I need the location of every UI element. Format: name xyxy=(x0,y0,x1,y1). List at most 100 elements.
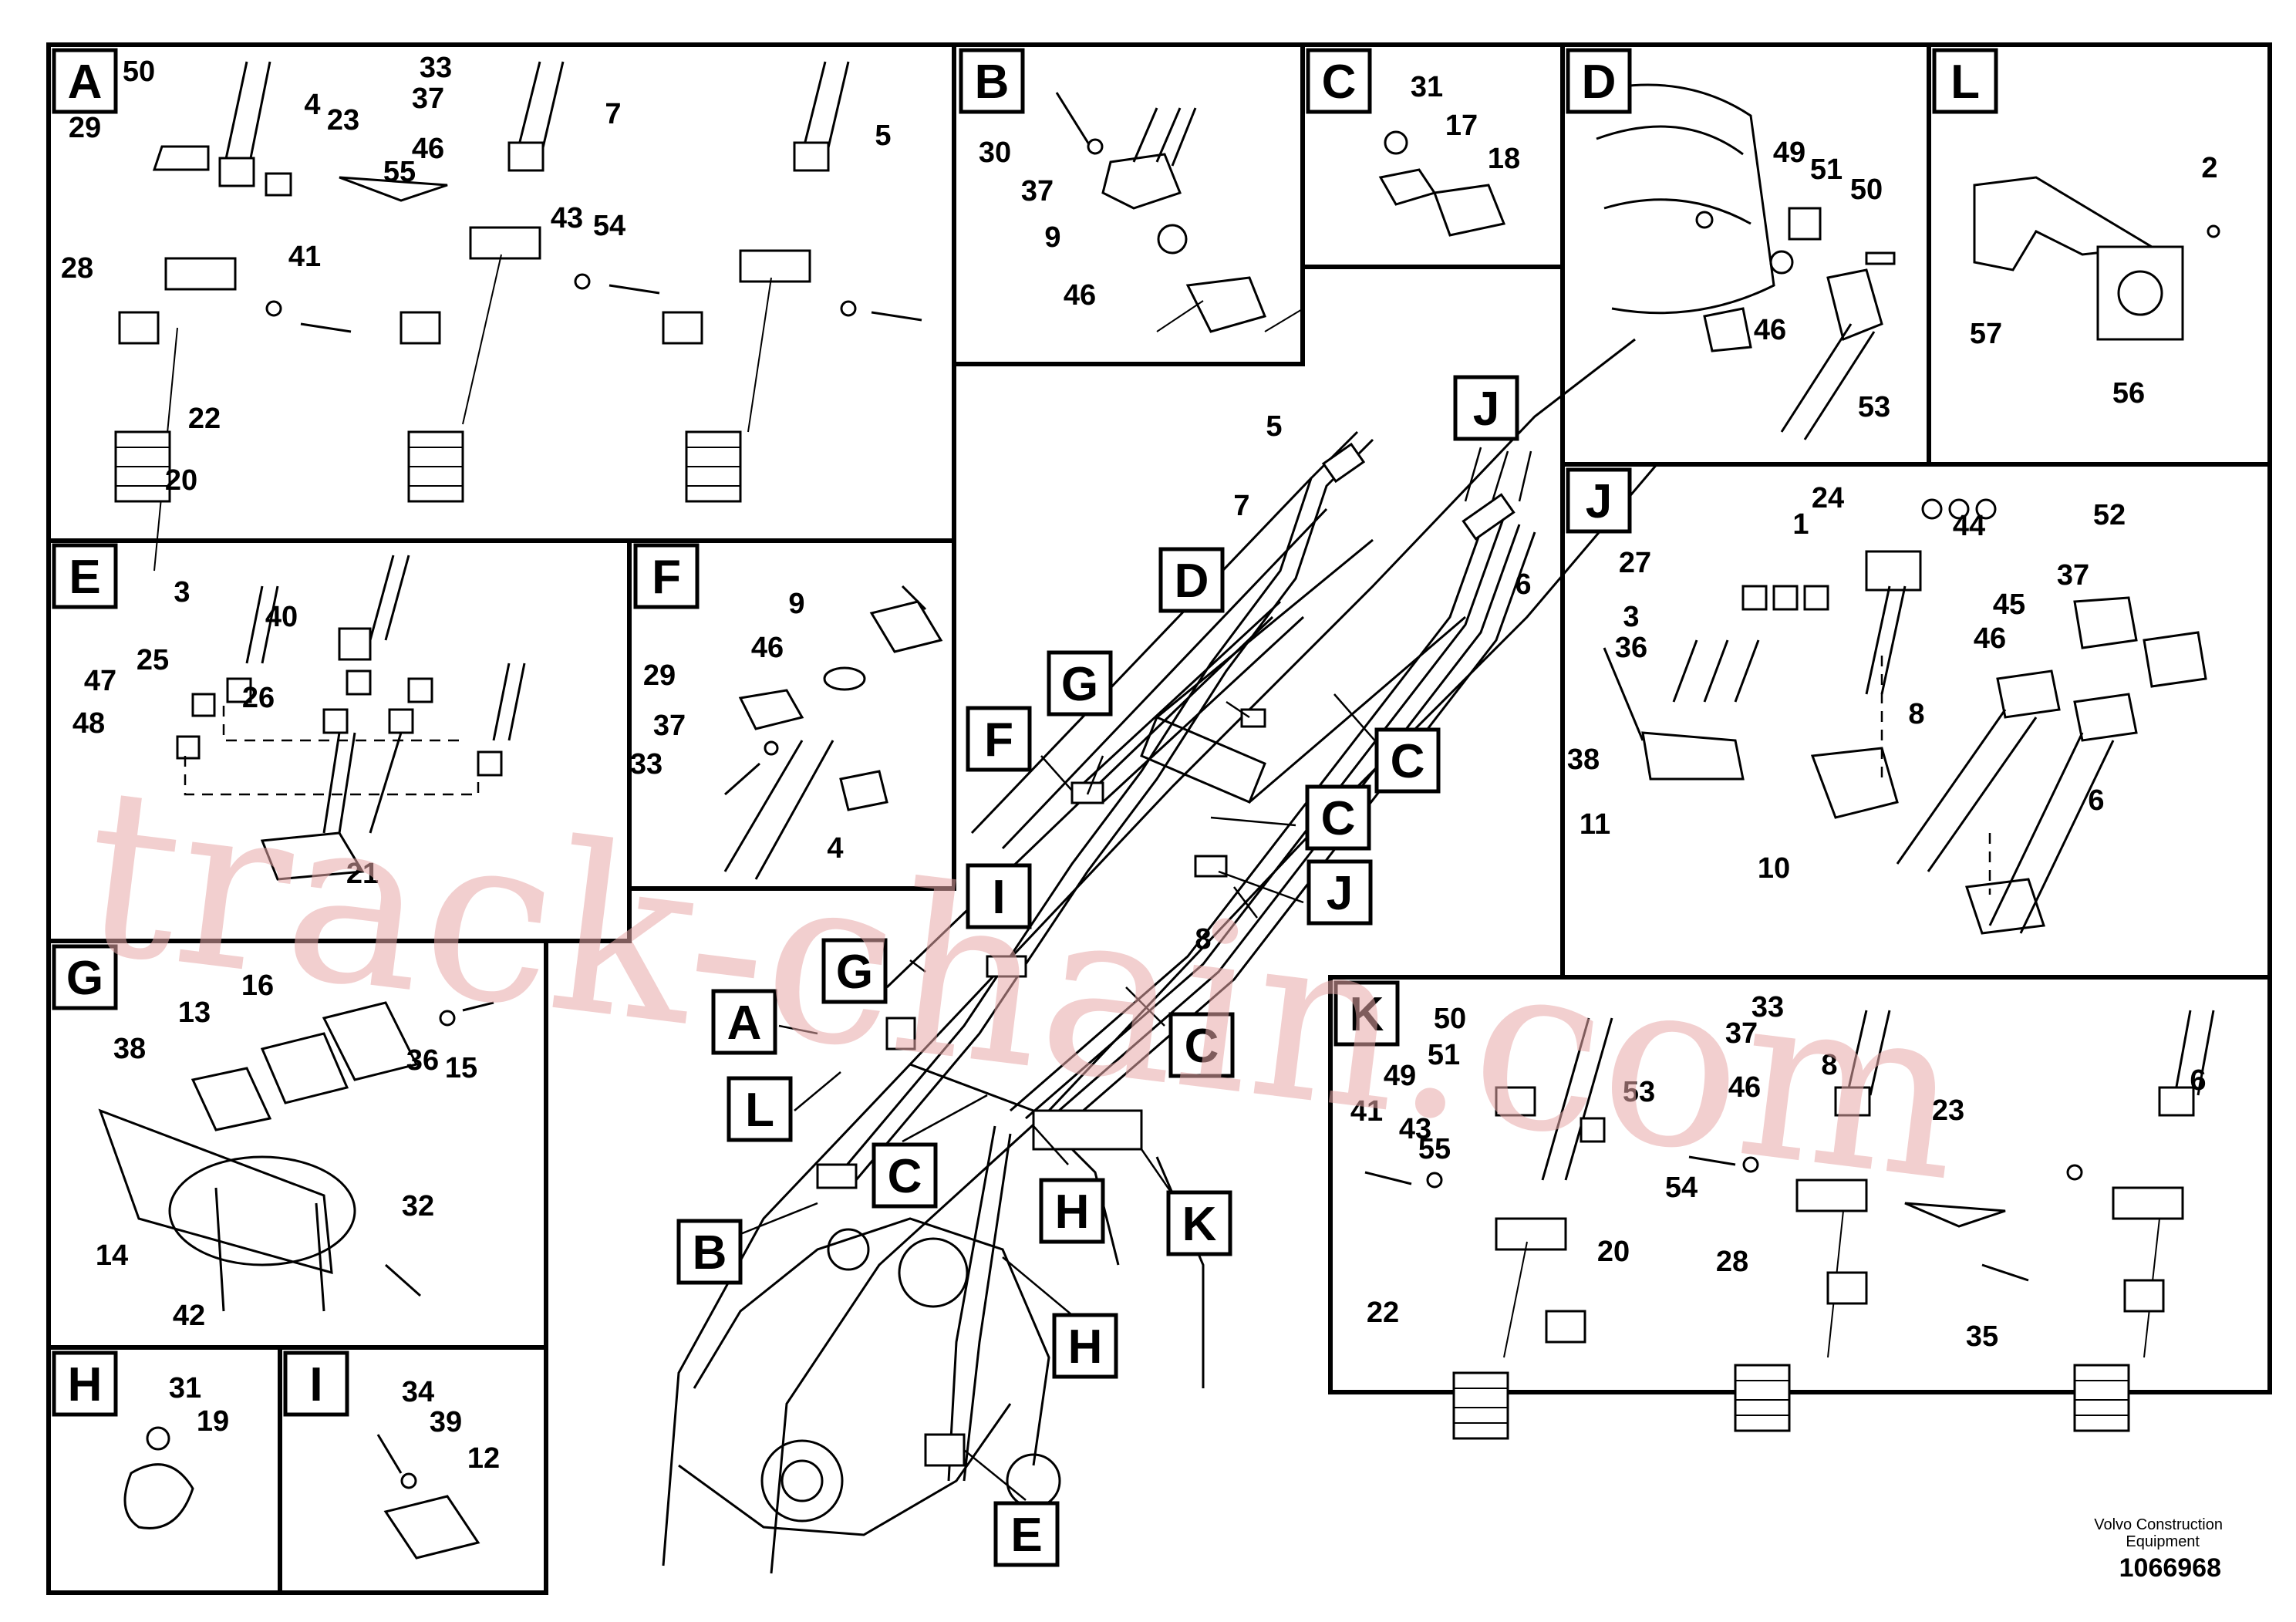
part-number-k-35: 35 xyxy=(1966,1320,1998,1353)
section-tag-letter: C xyxy=(1185,1020,1219,1073)
section-tag-letter: L xyxy=(1950,56,1980,109)
part-number-g-13: 13 xyxy=(178,996,211,1029)
part-number-a-29: 29 xyxy=(69,112,101,144)
panel-b-parts xyxy=(1055,92,1304,333)
part-number-k-43: 43 xyxy=(1399,1113,1431,1145)
main-view-tag-i: I xyxy=(966,863,1032,929)
main-view-tag-c: C xyxy=(1374,727,1441,794)
section-tag-letter: L xyxy=(745,1084,774,1137)
part-number-j-27: 27 xyxy=(1619,547,1651,579)
section-tag-letter: K xyxy=(1182,1198,1217,1251)
part-number-k-53: 53 xyxy=(1623,1076,1655,1108)
main-view-tag-g: G xyxy=(821,938,888,1004)
part-number-g-14: 14 xyxy=(96,1239,128,1272)
part-number-j-24: 24 xyxy=(1812,482,1844,514)
section-tag-letter: J xyxy=(1586,475,1612,528)
part-number-f-37: 37 xyxy=(653,710,686,742)
part-number-b-46: 46 xyxy=(1064,279,1096,312)
part-number-e-3: 3 xyxy=(174,576,190,609)
section-tag-j: J xyxy=(1566,467,1632,534)
main-view-tag-a: A xyxy=(711,989,777,1055)
part-number-k-51: 51 xyxy=(1428,1039,1460,1071)
section-tag-letter: C xyxy=(1322,56,1357,109)
part-number-j-38: 38 xyxy=(1567,744,1600,776)
part-number-g-38: 38 xyxy=(113,1033,146,1065)
part-number-a-7: 7 xyxy=(605,98,621,130)
part-number-a-28: 28 xyxy=(61,252,93,285)
section-tag-letter: I xyxy=(992,871,1005,924)
part-number-i-12: 12 xyxy=(467,1442,500,1475)
main-view-tag-f: F xyxy=(966,706,1032,772)
main-view-tag-d: D xyxy=(1158,547,1225,613)
main-view-tag-e: E xyxy=(993,1501,1060,1567)
main-view-tag-j: J xyxy=(1453,375,1519,441)
part-number-i-34: 34 xyxy=(402,1376,434,1408)
section-tag-letter: K xyxy=(1350,988,1384,1041)
part-number-k-37: 37 xyxy=(1725,1017,1758,1050)
part-number-g-15: 15 xyxy=(445,1052,477,1084)
part-number-j-44: 44 xyxy=(1953,510,1985,542)
part-number-j-37: 37 xyxy=(2057,559,2089,592)
part-number-k-41: 41 xyxy=(1350,1095,1383,1128)
part-number-l-56: 56 xyxy=(2112,377,2145,410)
part-number-b-9: 9 xyxy=(1044,221,1060,254)
part-number-b-30: 30 xyxy=(979,137,1011,169)
part-number-d-51: 51 xyxy=(1810,153,1843,186)
part-number-a-46: 46 xyxy=(412,133,444,165)
part-number-j-10: 10 xyxy=(1758,852,1790,885)
section-tag-a: A xyxy=(52,48,118,114)
main-boom-view xyxy=(662,338,1660,1574)
section-tag-g: G xyxy=(52,944,118,1010)
part-number-c-18: 18 xyxy=(1488,143,1520,175)
section-tag-letter: C xyxy=(1391,735,1425,788)
section-tag-letter: H xyxy=(1055,1185,1090,1239)
part-number-k-49: 49 xyxy=(1384,1060,1416,1092)
main-view-tag-j: J xyxy=(1306,859,1373,926)
part-number-j-11: 11 xyxy=(1580,808,1610,841)
part-number-e-40: 40 xyxy=(265,601,298,633)
part-number-e-26: 26 xyxy=(242,682,275,714)
section-tag-letter: B xyxy=(693,1226,727,1280)
part-number-e-48: 48 xyxy=(72,707,105,740)
panel-i-parts xyxy=(376,1434,480,1560)
panel-f-parts xyxy=(723,585,943,880)
part-number-l-2: 2 xyxy=(2201,152,2217,184)
part-number-h-19: 19 xyxy=(197,1405,229,1438)
part-number-k-50: 50 xyxy=(1434,1003,1466,1035)
panel-e-parts xyxy=(176,555,526,881)
part-number-a-22: 22 xyxy=(188,403,221,435)
section-tag-k: K xyxy=(1333,980,1400,1047)
panel-c-parts xyxy=(1378,130,1506,237)
main-view-tag-c: C xyxy=(1305,784,1371,851)
part-number-k-23: 23 xyxy=(1932,1094,1964,1127)
section-tag-l: L xyxy=(1932,48,1998,114)
part-number-g-42: 42 xyxy=(173,1300,205,1332)
part-number-a-4: 4 xyxy=(304,89,320,121)
part-number-e-25: 25 xyxy=(137,644,169,676)
part-number-l-57: 57 xyxy=(1970,318,2002,350)
part-number-a-55: 55 xyxy=(383,156,416,188)
part-number-e-21: 21 xyxy=(346,858,379,890)
section-tag-letter: A xyxy=(68,56,103,109)
part-number-j-45: 45 xyxy=(1993,588,2025,621)
panel-j-parts xyxy=(1603,498,2207,935)
part-number-a-33: 33 xyxy=(420,52,452,84)
main-view-tag-c: C xyxy=(1168,1012,1235,1078)
part-number-j-36: 36 xyxy=(1615,632,1647,664)
part-number-h-31: 31 xyxy=(169,1372,201,1404)
part-number-j-1: 1 xyxy=(1792,508,1809,541)
part-number-g-16: 16 xyxy=(241,969,274,1002)
main-view-part-number-8: 8 xyxy=(1195,923,1211,956)
section-tag-letter: G xyxy=(1061,658,1098,711)
part-number-a-37: 37 xyxy=(412,83,444,115)
section-tag-letter: G xyxy=(66,952,103,1005)
part-number-a-43: 43 xyxy=(551,202,583,234)
part-number-a-50: 50 xyxy=(123,56,155,88)
section-tag-letter: A xyxy=(727,996,762,1050)
section-tag-f: F xyxy=(633,543,700,609)
part-number-k-55: 55 xyxy=(1418,1133,1451,1165)
section-tag-i: I xyxy=(283,1351,349,1417)
section-tag-letter: H xyxy=(68,1358,103,1411)
part-number-a-23: 23 xyxy=(327,104,359,137)
